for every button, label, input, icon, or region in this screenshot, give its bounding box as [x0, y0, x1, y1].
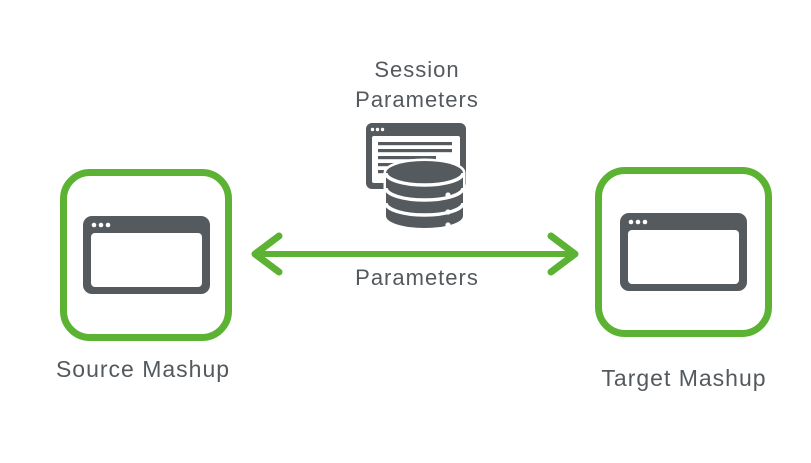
database-icon	[383, 158, 466, 231]
session-parameters-label-line1: Session	[374, 57, 460, 82]
parameters-label: Parameters	[355, 265, 479, 290]
browser-window-icon	[82, 216, 210, 294]
source-mashup-node	[60, 169, 232, 341]
source-mashup-label: Source Mashup	[55, 356, 231, 382]
session-parameters-label: Session Parameters	[317, 55, 517, 115]
browser-window-icon	[620, 213, 747, 291]
session-parameters-label-line2: Parameters	[355, 87, 479, 112]
target-mashup-node	[595, 167, 772, 337]
session-database-icon	[366, 123, 466, 231]
double-headed-arrow-icon	[251, 232, 579, 276]
target-mashup-label: Target Mashup	[601, 365, 767, 391]
